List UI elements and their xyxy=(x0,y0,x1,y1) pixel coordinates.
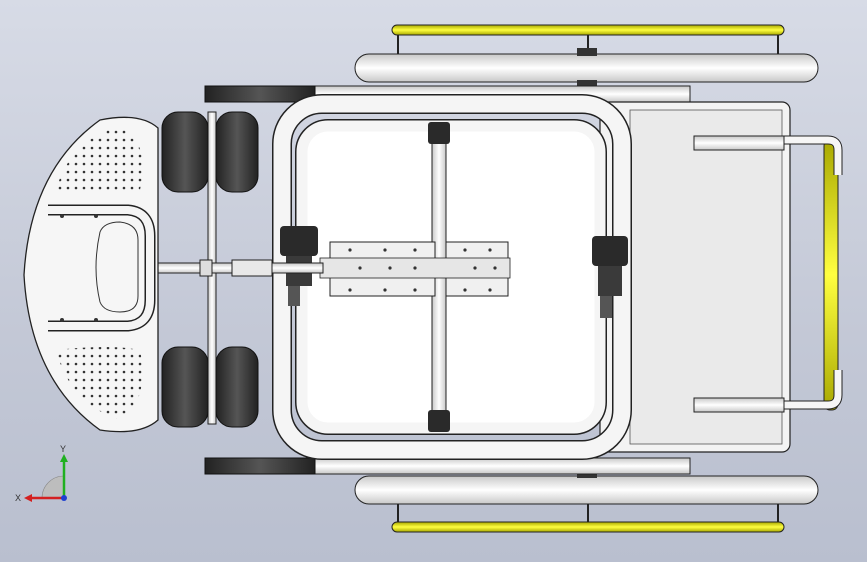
footrest-cutout-fill xyxy=(48,206,154,330)
caster-assembly[interactable] xyxy=(147,111,324,428)
rod-collar xyxy=(231,259,273,277)
backrest-inner xyxy=(629,109,783,445)
bracket-right xyxy=(592,236,628,318)
backrest-clamp xyxy=(693,397,785,413)
seat-frame[interactable] xyxy=(272,94,632,460)
push-handle-bottom xyxy=(780,370,842,409)
handrim-bottom xyxy=(391,521,785,533)
x-axis-arrowhead xyxy=(24,494,32,502)
rod-collar xyxy=(199,259,213,277)
rear-wheel-top[interactable] xyxy=(354,24,819,88)
axis-triad: X Y xyxy=(15,444,68,503)
hub-top xyxy=(577,80,597,88)
footrest-perforation-bottom xyxy=(56,347,143,420)
hub-top xyxy=(577,48,597,56)
backrest[interactable] xyxy=(599,101,843,453)
footrest-handle-opening xyxy=(95,221,139,313)
push-handle-top xyxy=(780,136,842,175)
footrest-perforation-top xyxy=(56,126,143,193)
rear-wheel-bottom[interactable] xyxy=(354,470,819,533)
footrest[interactable] xyxy=(23,116,159,433)
push-handle-bar xyxy=(823,139,839,411)
y-axis-arrowhead xyxy=(60,454,68,462)
x-axis-label: X xyxy=(15,493,21,503)
side-rail-top-black xyxy=(204,85,316,103)
caster-wheel-bottom xyxy=(161,346,259,428)
caster-wheel-top xyxy=(161,111,259,193)
backrest-clamp xyxy=(693,135,785,151)
z-axis-dot xyxy=(61,495,67,501)
seat-clamp-top xyxy=(428,122,450,144)
seat-clamp-bottom xyxy=(428,410,450,432)
y-axis-label: Y xyxy=(60,444,66,454)
triad-base-quadrant xyxy=(41,475,65,499)
tire-bottom xyxy=(354,475,819,505)
handrim-top xyxy=(391,24,785,36)
tire-top xyxy=(354,53,819,83)
side-rail-bottom-black xyxy=(204,457,316,475)
